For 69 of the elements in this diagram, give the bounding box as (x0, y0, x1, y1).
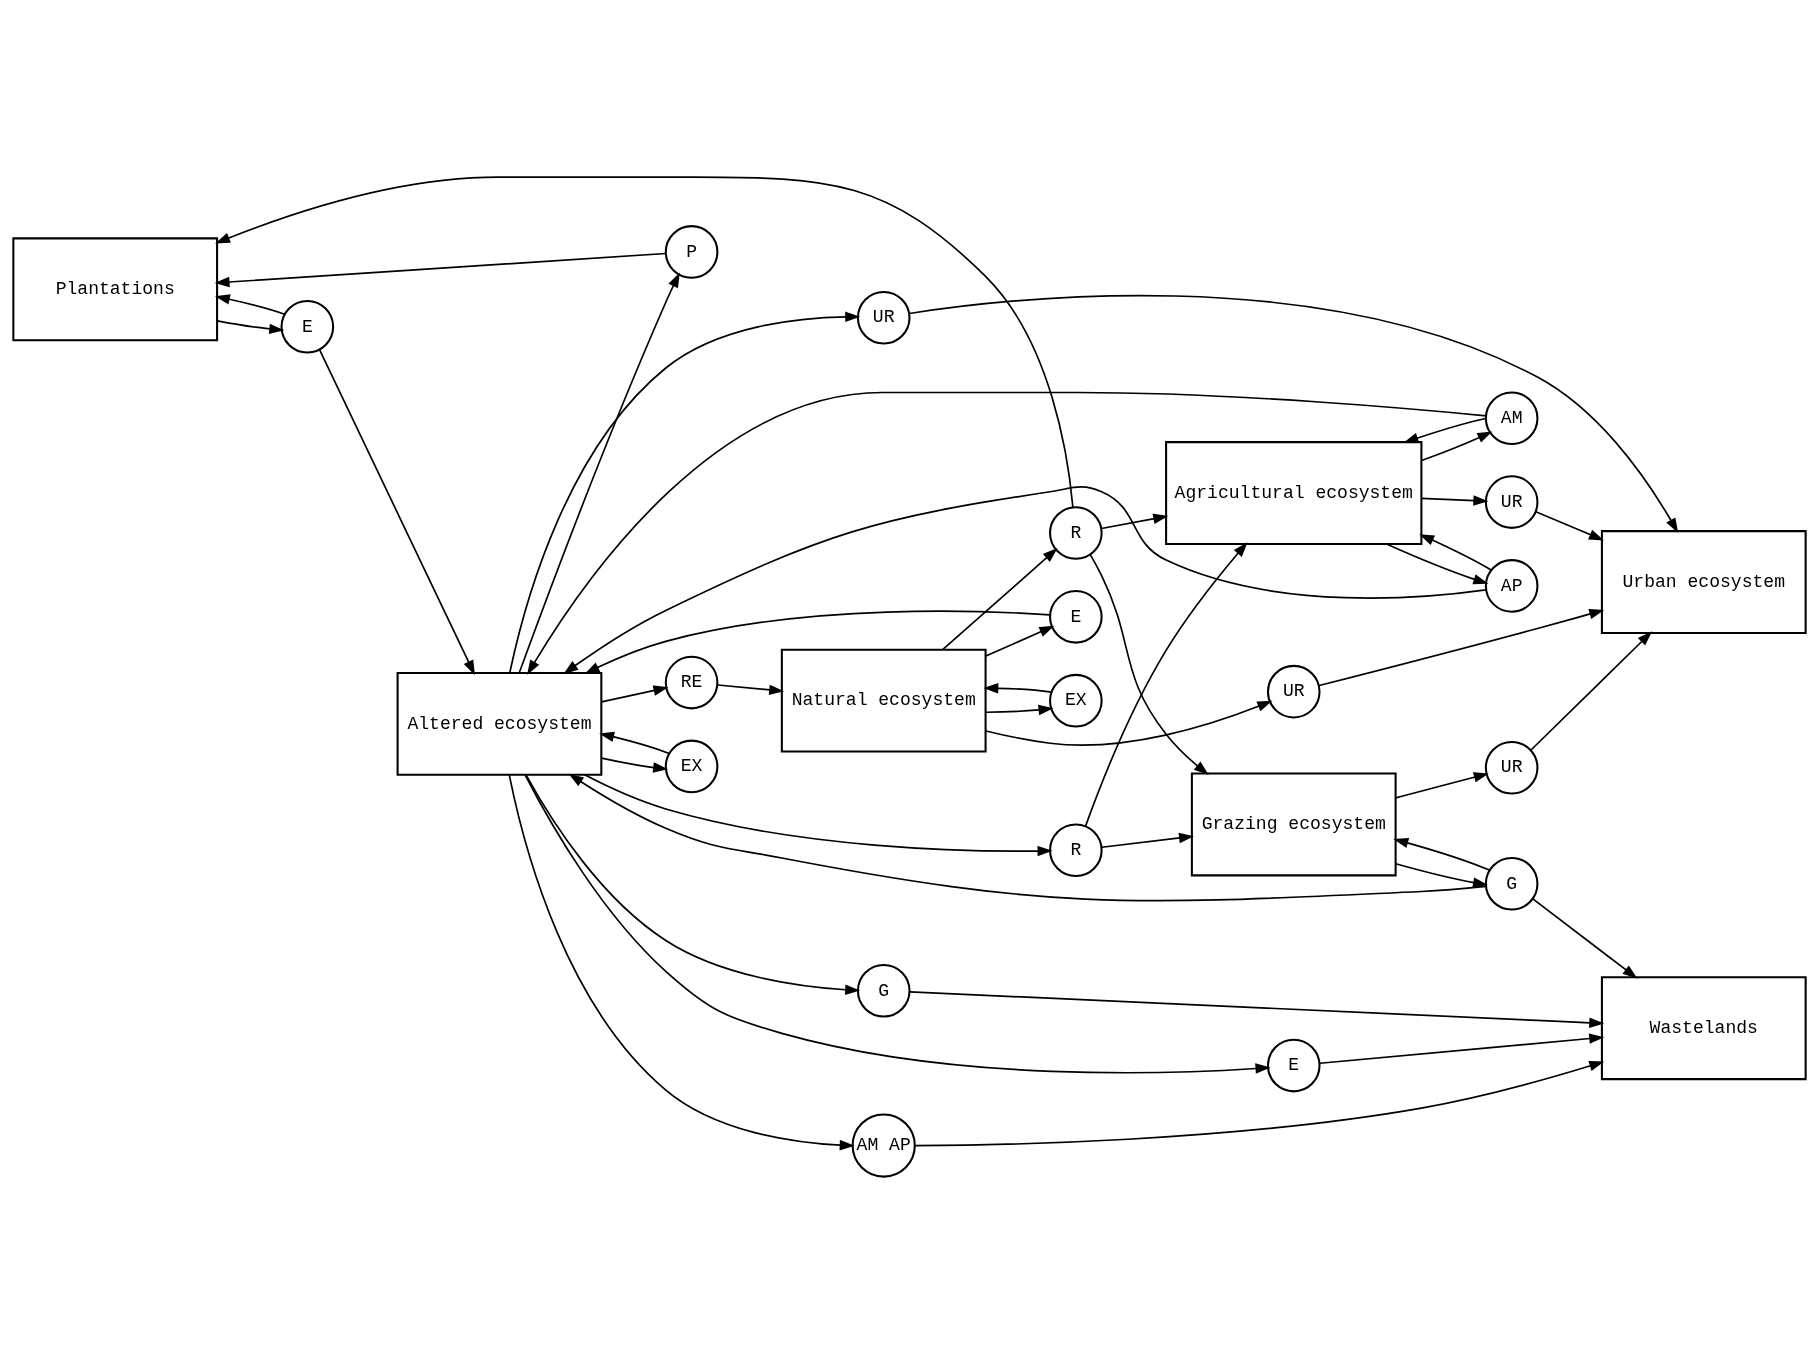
arrow (318, 348, 475, 676)
arrow (909, 991, 1605, 1029)
arrow (908, 294, 1679, 533)
arrow (1319, 1033, 1605, 1065)
node-circle: UR (856, 290, 911, 345)
arrow (214, 294, 286, 315)
arrow (1394, 772, 1489, 799)
arrow (508, 774, 855, 1151)
arrow (914, 1060, 1605, 1147)
arrow (1532, 898, 1638, 979)
arrow (1534, 510, 1604, 541)
node-circle: G (856, 963, 911, 1018)
arrow (716, 684, 785, 696)
node-circle: E (1266, 1038, 1321, 1093)
arrow (600, 685, 669, 703)
arrow (583, 774, 1053, 857)
arrow (216, 319, 285, 335)
arrow (214, 252, 667, 288)
arrow (524, 774, 1271, 1074)
node-circle: AP (1484, 559, 1539, 613)
node-box: Grazing ecosystem (1190, 772, 1397, 877)
arrow (985, 625, 1055, 657)
node-circle: E (280, 299, 335, 354)
arrow (599, 731, 671, 755)
node-circle: E (1049, 590, 1103, 644)
arrow (1100, 513, 1169, 530)
node-box: Altered ecosystem (396, 671, 603, 776)
arrow (985, 700, 1273, 746)
arrow (584, 610, 1051, 674)
arrow (518, 272, 680, 674)
arrow (1403, 417, 1487, 443)
arrow (525, 774, 861, 995)
node-circle: EX (664, 739, 719, 794)
arrow (1420, 495, 1489, 506)
arrow (1386, 543, 1489, 585)
arrow (563, 486, 1487, 675)
node-circle: AM AP (851, 1113, 916, 1178)
arrow (942, 548, 1058, 651)
arrow (1101, 832, 1194, 849)
arrow (1394, 862, 1488, 888)
arrow (215, 176, 1074, 509)
arrow (508, 311, 861, 674)
node-circle: UR (1484, 475, 1539, 529)
node-box: Plantations (12, 237, 219, 342)
node-circle: AM (1484, 391, 1539, 446)
node-circle: R (1049, 823, 1103, 878)
node-circle: R (1049, 506, 1103, 560)
node-circle: EX (1049, 673, 1103, 728)
arrow (527, 391, 1487, 675)
node-circle: UR (1484, 740, 1539, 795)
node-box: Agricultural ecosystem (1165, 441, 1423, 546)
arrow (1420, 431, 1493, 462)
arrow (1089, 553, 1209, 776)
node-box: Natural ecosystem (780, 648, 987, 753)
arrow (1393, 837, 1491, 871)
arrow (983, 683, 1053, 694)
node-circle: UR (1266, 664, 1321, 719)
node-box: Urban ecosystem (1600, 530, 1807, 634)
arrow (568, 773, 1487, 902)
node-box: Wastelands (1600, 976, 1807, 1081)
node-circle: RE (664, 655, 719, 710)
arrow (1529, 631, 1653, 752)
arrow (1318, 609, 1605, 687)
node-circle: P (664, 225, 719, 279)
arrow (600, 757, 669, 773)
arrow (985, 704, 1054, 716)
arrow (1084, 542, 1248, 827)
node-circle: G (1484, 856, 1539, 911)
arrow (1419, 534, 1492, 571)
